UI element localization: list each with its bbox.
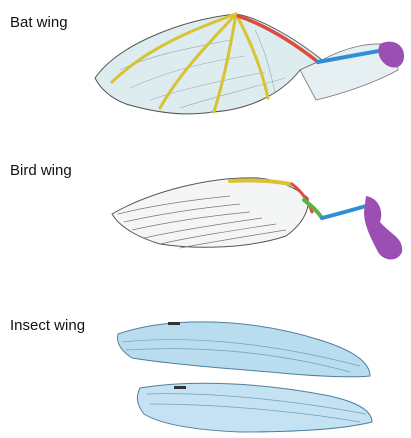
insect-forewing bbox=[118, 322, 370, 377]
insect-hindwing-stigma bbox=[174, 386, 186, 389]
insect-hindwing bbox=[137, 383, 372, 432]
insect-pterostigma bbox=[168, 322, 180, 325]
